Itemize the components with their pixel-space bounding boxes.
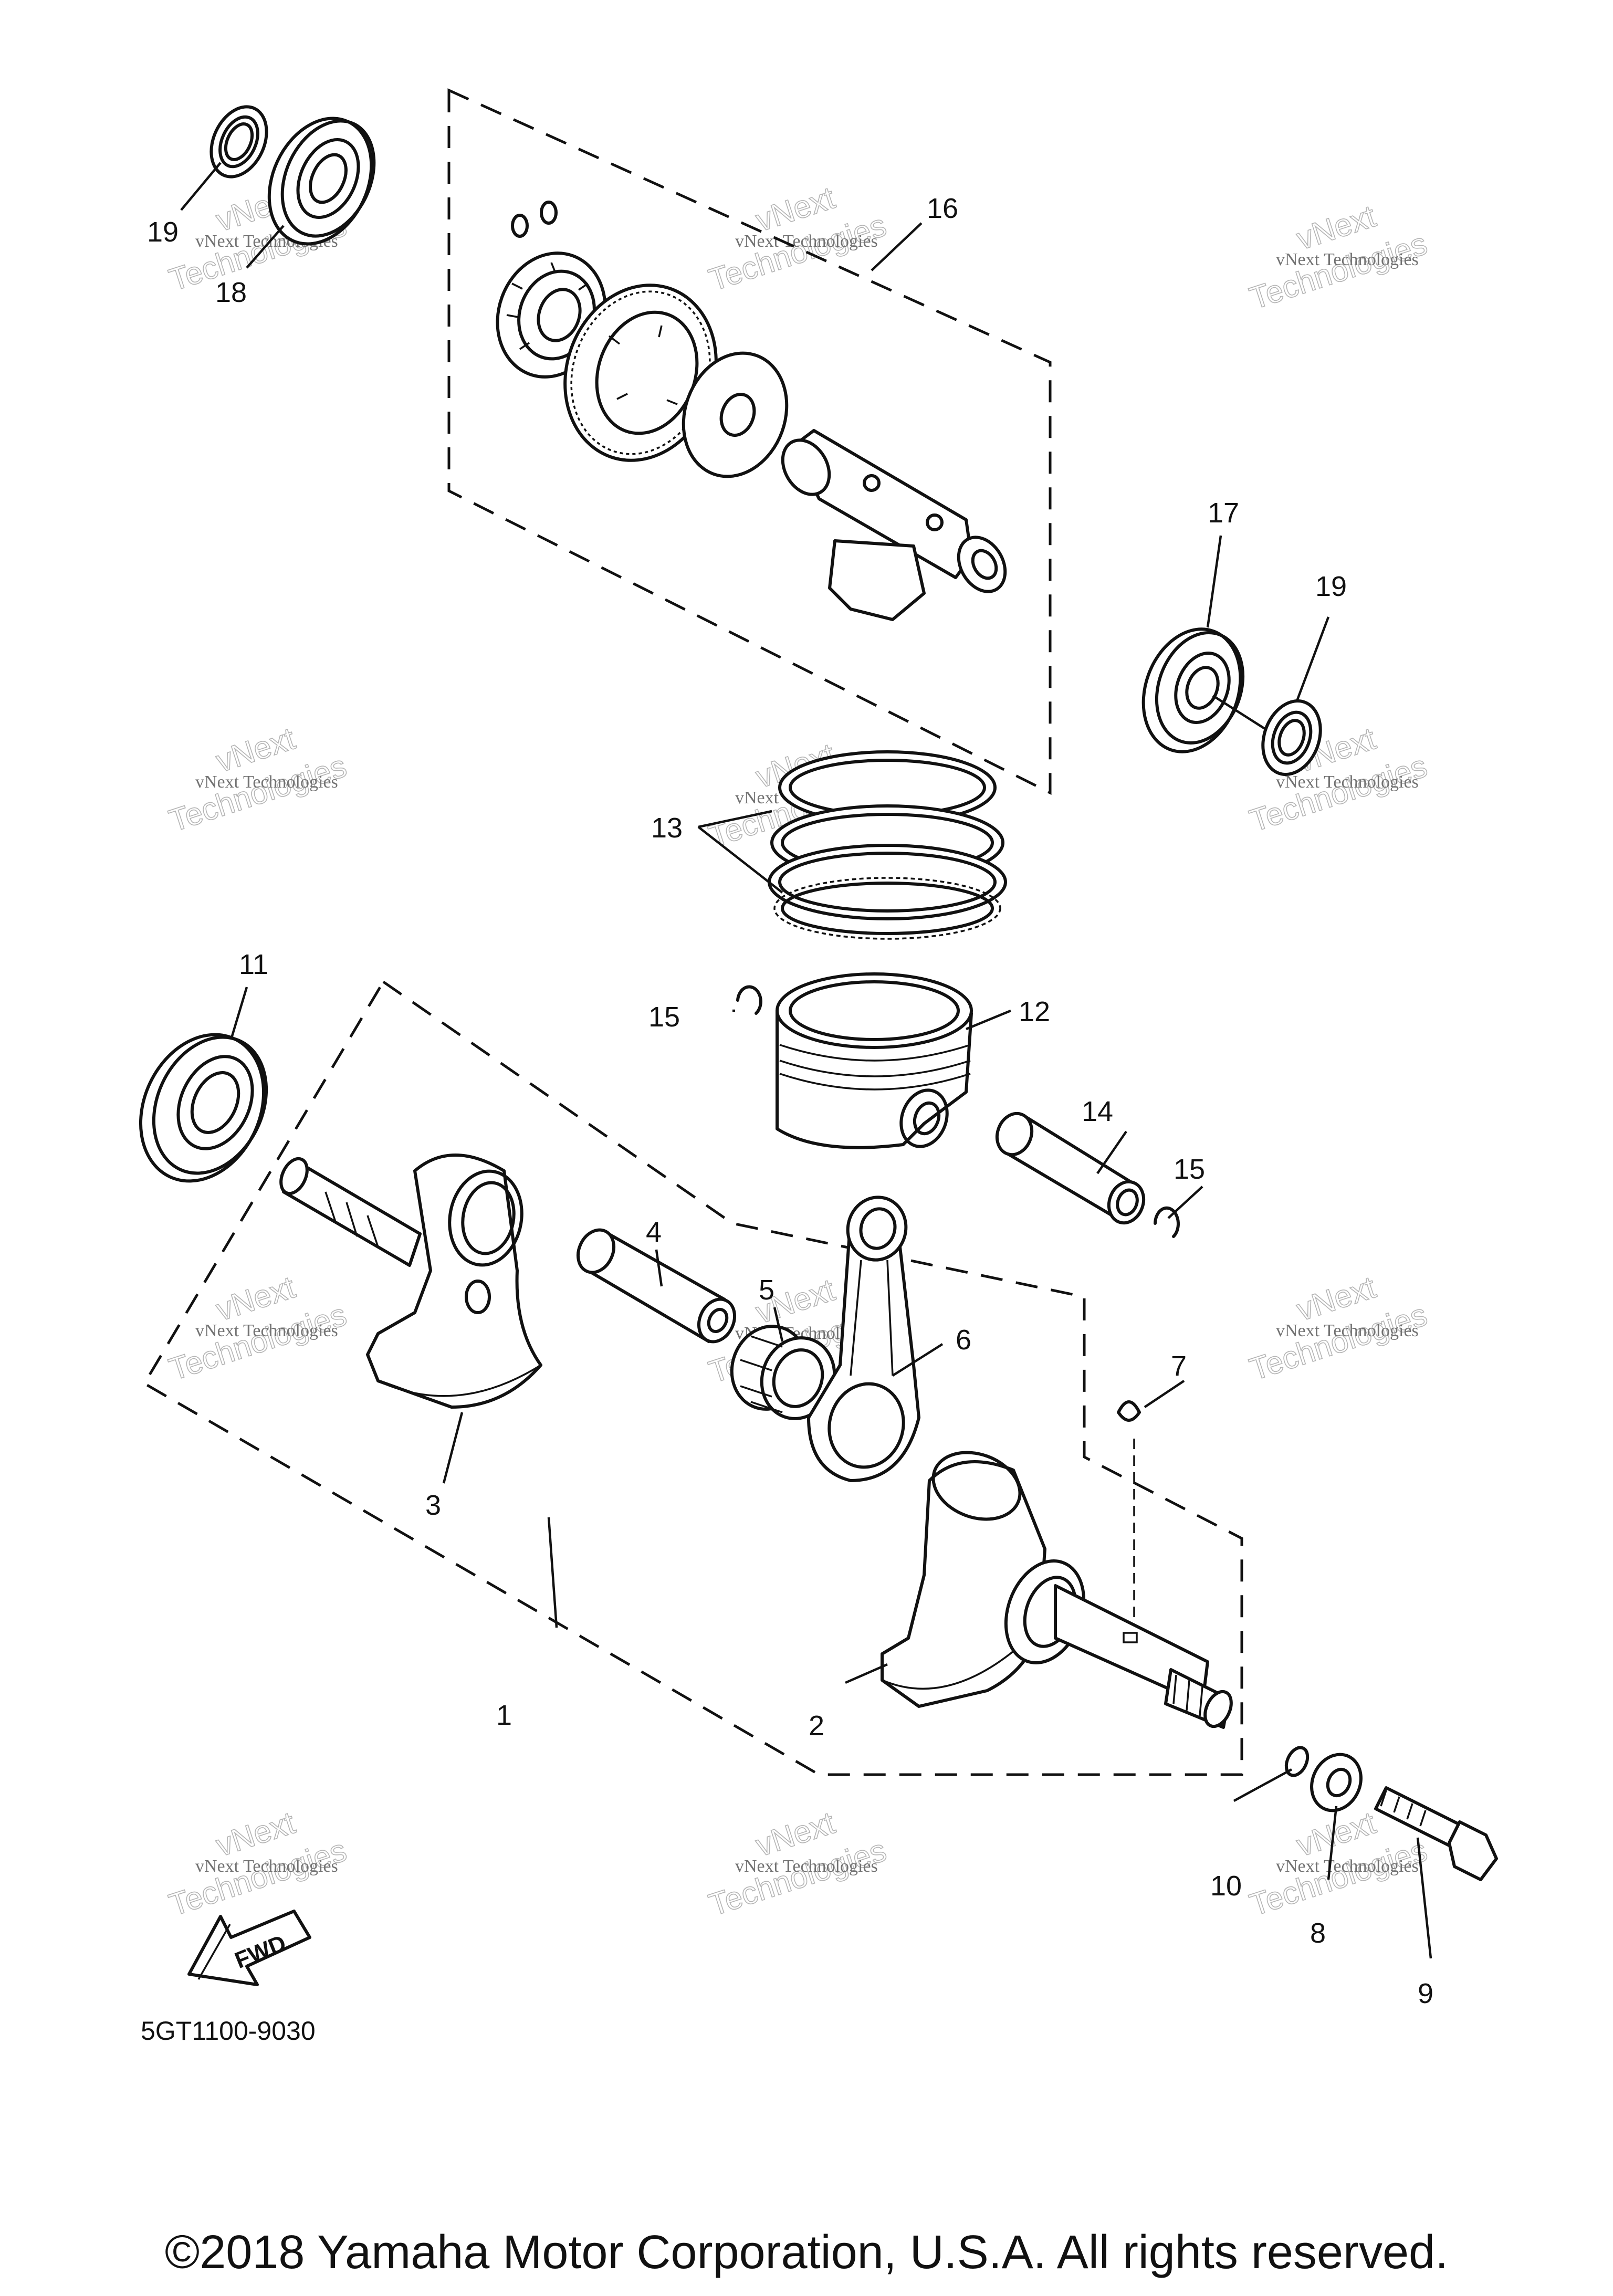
svg-text:vNext Technologies: vNext Technologies	[195, 772, 338, 792]
svg-text:vNext Technologies: vNext Technologies	[195, 1857, 338, 1876]
circlip-15-left	[736, 985, 762, 1015]
bearing-11	[139, 1033, 268, 1183]
callout-17: 17	[1208, 497, 1239, 529]
piston-pin-14	[995, 1112, 1146, 1225]
callout-9: 9	[1418, 1978, 1433, 2009]
svg-text:vNext Technologies: vNext Technologies	[735, 232, 878, 251]
connecting-rod-6	[807, 1196, 920, 1482]
callout-15-left: 15	[648, 1001, 680, 1033]
leader-lines	[180, 162, 1432, 1959]
bearing-17	[1141, 627, 1245, 753]
bolt-9	[1374, 1786, 1498, 1881]
callout-2: 2	[809, 1710, 824, 1742]
svg-text:vNext Technologies: vNext Technologies	[1276, 250, 1419, 269]
callout-19: 19	[147, 216, 179, 248]
watermark: vNext Technologies Technologies vNext	[164, 720, 351, 839]
axis-17-19	[1212, 695, 1272, 733]
bearing-18	[267, 117, 376, 246]
watermark: vNext Technologies Technologies vNext	[1245, 198, 1431, 317]
callout-1: 1	[496, 1700, 512, 1731]
watermark: vNext Technologies Technologies vNext	[164, 1269, 351, 1388]
watermark: vNext Technologies Technologies vNext	[704, 1805, 891, 1923]
svg-text:vNext Technologies: vNext Technologies	[1276, 772, 1419, 792]
callout-8: 8	[1310, 1917, 1326, 1949]
callout-16: 16	[927, 193, 958, 224]
starter-clutch-assembly-16	[496, 201, 1007, 621]
watermark: vNext Technologies Technologies vNext	[1245, 1269, 1431, 1388]
fwd-arrow-icon: FWD	[187, 1910, 311, 1986]
callouts: 19 18 16 17 19 13 15 12 11 14 15 4 5 6 7…	[147, 193, 1433, 2009]
callout-10: 10	[1210, 1870, 1242, 1902]
watermark: vNext Technologies Technologies vNext	[164, 1805, 351, 1923]
diagram-part-number: 5GT1100-9030	[141, 2016, 316, 2046]
crank-pin-4	[576, 1228, 737, 1344]
callout-15-right: 15	[1174, 1154, 1205, 1185]
watermark: vNext Technologies Technologies vNext	[704, 180, 891, 298]
callout-7: 7	[1171, 1350, 1187, 1382]
callout-13: 13	[651, 812, 683, 844]
callout-18: 18	[215, 277, 247, 308]
oil-seal-19-right	[1261, 699, 1322, 776]
oil-seal-19-top	[210, 105, 268, 179]
copyright-notice: ©2018 Yamaha Motor Corporation, U.S.A. A…	[165, 2226, 1448, 2279]
callout-14: 14	[1082, 1096, 1113, 1127]
crankshaft-left-3	[279, 1154, 542, 1409]
svg-text:vNext Technologies: vNext Technologies	[735, 1857, 878, 1876]
piston-rings-13	[768, 750, 1007, 940]
callout-19-right: 19	[1315, 571, 1347, 602]
callout-12: 12	[1019, 996, 1050, 1028]
needle-bearing-5	[730, 1325, 836, 1420]
svg-text:vNext Technologies: vNext Technologies	[195, 1321, 338, 1340]
crankshaft-right-2	[881, 1451, 1233, 1729]
washer-8	[1310, 1753, 1363, 1812]
group-1-boundary	[142, 980, 1243, 1776]
o-ring-10	[1284, 1746, 1310, 1777]
svg-text:vNext Technologies: vNext Technologies	[1276, 1857, 1419, 1876]
piston-12	[776, 972, 973, 1149]
circlip-15-right	[1154, 1206, 1180, 1238]
callout-3: 3	[425, 1490, 441, 1521]
group-16-boundary	[447, 88, 1052, 795]
woodruff-key-7	[1117, 1400, 1141, 1422]
svg-text:vNext Technologies: vNext Technologies	[1276, 1321, 1419, 1340]
callout-5: 5	[759, 1274, 774, 1306]
callout-11: 11	[239, 949, 268, 980]
callout-4: 4	[646, 1217, 662, 1248]
callout-6: 6	[956, 1324, 971, 1356]
